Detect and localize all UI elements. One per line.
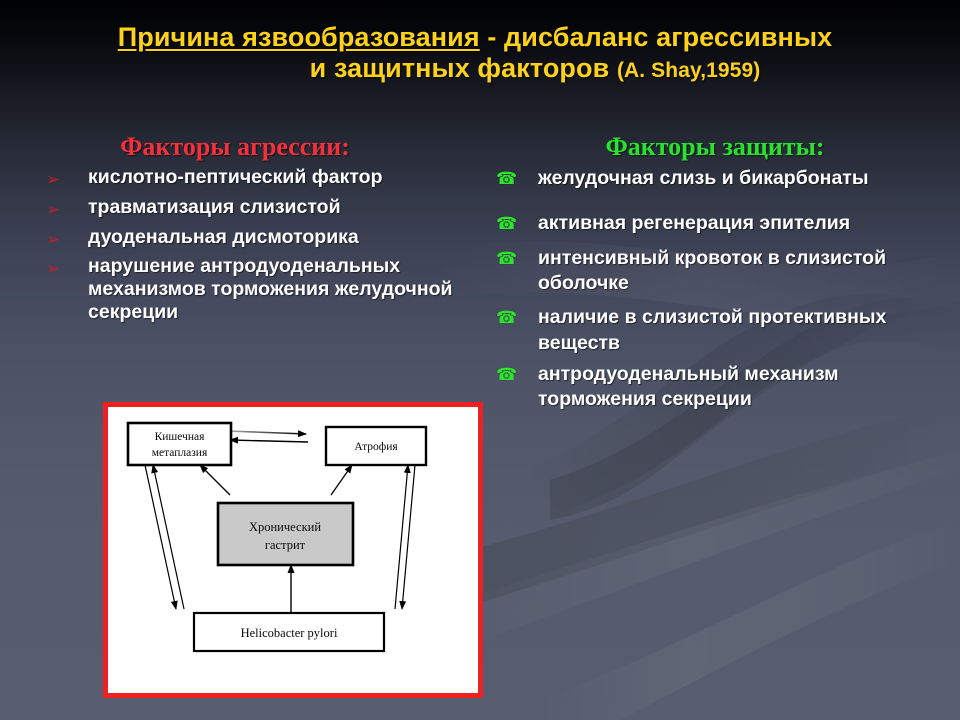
node-intestinal-metaplasia: Кишечная метаплазия <box>126 421 233 467</box>
node-label-line2: метаплазия <box>152 447 208 459</box>
list-item: ☎ антродуоденальный механизм торможения … <box>496 362 948 413</box>
list-item-label: дуоденальная дисмоторика <box>88 225 359 248</box>
arrow-bullet-icon: ➢ <box>46 199 61 219</box>
title-rest: дисбаланс агрессивных <box>504 22 833 52</box>
list-item: ☎ наличие в слизистой протективных вещес… <box>496 305 948 356</box>
title-line-2: и защитных факторов (A. Shay,1959) <box>0 53 960 84</box>
arrow-hpylori-to-metaplasia <box>151 464 185 610</box>
title-emphasis: Причина язвообразования <box>117 22 480 52</box>
telephone-bullet-icon: ☎ <box>496 248 518 268</box>
node-label-line1: Хронический <box>249 520 321 534</box>
list-item: ➢ травматизация слизистой <box>46 196 501 219</box>
list-item: ➢ кислотно-пептический фактор <box>46 166 501 189</box>
list-item-label: наличие в слизистой протективных веществ <box>538 306 887 354</box>
aggression-factors-heading: Факторы агрессии: <box>120 132 350 161</box>
list-item: ☎ интенсивный кровоток в слизистой оболо… <box>496 246 948 297</box>
node-chronic-gastritis: Хронический гастрит <box>216 501 355 567</box>
title-line-1: Причина язвообразования - дисбаланс агре… <box>0 22 960 53</box>
list-item: ☎ активная регенерация эпителия <box>496 211 948 236</box>
aggression-factors-list: ➢ кислотно-пептический фактор ➢ травмати… <box>46 166 501 331</box>
arrow-bullet-icon: ➢ <box>46 170 61 189</box>
list-item: ➢ дуоденальная дисмоторика <box>46 226 501 249</box>
page-title: Причина язвообразования - дисбаланс агре… <box>0 22 960 85</box>
arrow-bullet-icon: ➢ <box>46 259 61 279</box>
arrow-hpylori-to-atrophy <box>394 464 411 610</box>
telephone-bullet-icon: ☎ <box>496 169 518 188</box>
telephone-bullet-icon: ☎ <box>496 365 518 385</box>
list-item-label: кислотно-пептический фактор <box>88 166 383 188</box>
arrow-metaplasia-to-hpylori <box>144 464 178 610</box>
node-label-line1: Кишечная <box>155 431 206 443</box>
node-label-line2: гастрит <box>265 538 306 552</box>
arrow-atrophy-to-metaplasia <box>229 436 309 444</box>
list-item-label: желудочная слизь и бикарбонаты <box>538 167 869 189</box>
list-item-label: активная регенерация эпителия <box>538 212 851 235</box>
list-item-label: антродуоденальный механизм торможения се… <box>538 363 839 411</box>
list-item: ➢ нарушение антродуоденальных механизмов… <box>46 255 501 323</box>
title-dash: - <box>479 22 505 52</box>
list-item-label: нарушение антродуоденальных механизмов т… <box>88 255 453 324</box>
node-label-line1: Helicobacter pylori <box>241 626 338 640</box>
arrow-gastritis-to-metaplasia <box>199 464 231 496</box>
telephone-bullet-icon: ☎ <box>496 308 518 328</box>
list-item-label: интенсивный кровоток в слизистой оболочк… <box>538 246 887 295</box>
list-item-label: травматизация слизистой <box>88 195 341 218</box>
list-item: ☎ желудочная слизь и бикарбонаты <box>496 166 948 191</box>
diagram-canvas: Кишечная метаплазия Атрофия Хронический … <box>126 421 428 653</box>
arrow-bullet-icon: ➢ <box>46 229 61 249</box>
protection-factors-list: ☎ желудочная слизь и бикарбонаты ☎ актив… <box>496 166 948 413</box>
arrow-gastritis-to-atrophy <box>330 464 353 496</box>
arrow-atrophy-to-hpylori <box>399 464 416 610</box>
telephone-bullet-icon: ☎ <box>496 214 518 234</box>
node-helicobacter-pylori: Helicobacter pylori <box>192 611 386 653</box>
arrow-metaplasia-to-atrophy <box>227 430 307 438</box>
node-atrophy: Атрофия <box>324 425 428 467</box>
protection-factors-heading: Факторы защиты: <box>605 132 825 161</box>
title-citation: (A. Shay,1959) <box>616 59 761 83</box>
node-label-line1: Атрофия <box>354 441 398 453</box>
pathogenesis-diagram: Кишечная метаплазия Атрофия Хронический … <box>103 402 483 698</box>
title-line2-text: и защитных факторов <box>309 53 617 84</box>
